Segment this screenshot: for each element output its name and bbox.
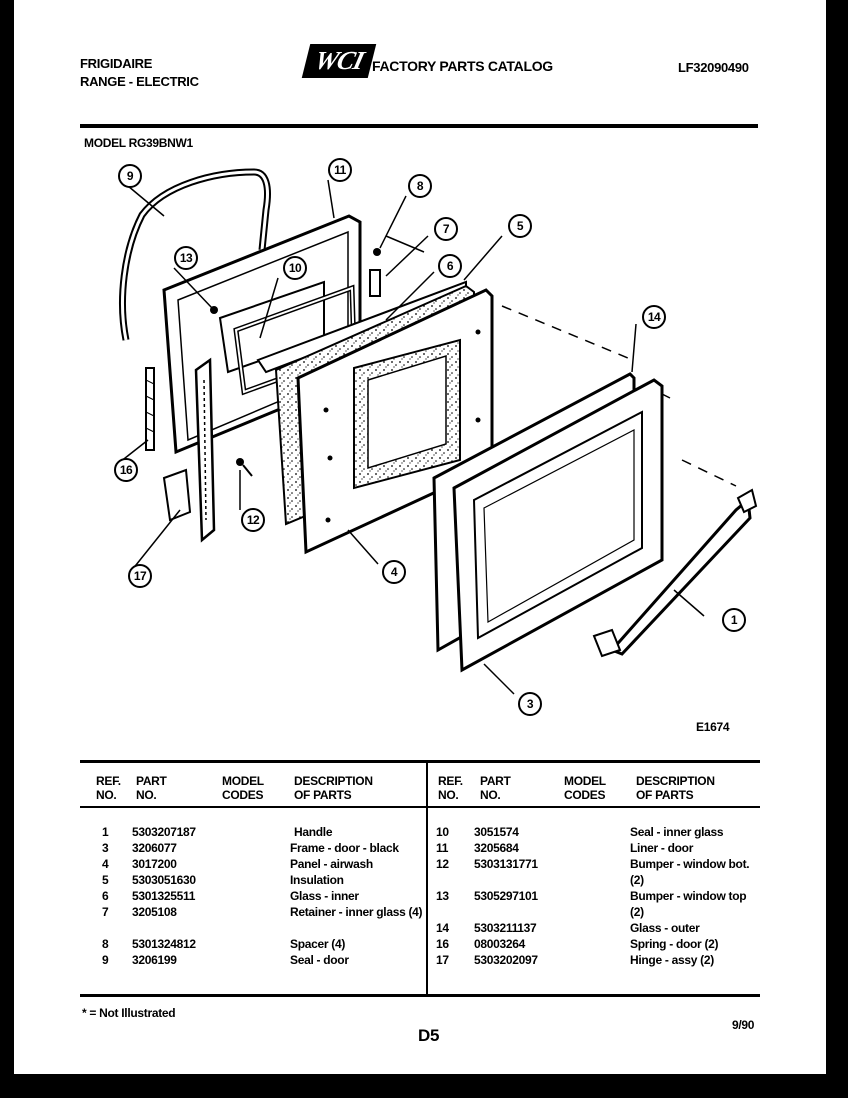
wci-logo-text: WCI xyxy=(311,46,367,75)
table-header-rule xyxy=(80,806,760,808)
bumper-bottom-shape xyxy=(236,458,244,466)
page-code: D5 xyxy=(418,1026,440,1045)
callout-6: 6 xyxy=(438,254,462,278)
not-illustrated-note: * = Not Illustrated xyxy=(82,1006,176,1020)
catalog-page: FRIGIDAIRE RANGE - ELECTRIC WCI FACTORY … xyxy=(14,0,826,1074)
callout-9: 9 xyxy=(118,164,142,188)
callout-16: 16 xyxy=(114,458,138,482)
callout-1: 1 xyxy=(722,608,746,632)
table-bottom-rule xyxy=(80,994,760,997)
catalog-number: LF32090490 xyxy=(678,60,749,75)
hinge-shape xyxy=(194,357,216,543)
header-ref-no-left: REF.NO. xyxy=(96,774,121,802)
product-type: RANGE - ELECTRIC xyxy=(80,74,199,89)
callout-11: 11 xyxy=(328,158,352,182)
retainer-shape xyxy=(369,269,381,297)
callout-14: 14 xyxy=(642,305,666,329)
exploded-parts-diagram xyxy=(119,168,758,695)
catalog-title: FACTORY PARTS CATALOG xyxy=(372,58,553,74)
callout-12: 12 xyxy=(241,508,265,532)
callout-13: 13 xyxy=(174,246,198,270)
door-spring-shape xyxy=(145,367,155,451)
model-label: MODEL RG39BNW1 xyxy=(84,136,193,150)
callout-17: 17 xyxy=(128,564,152,588)
callout-8: 8 xyxy=(408,174,432,198)
header-rule xyxy=(80,124,758,128)
callout-5: 5 xyxy=(508,214,532,238)
revision-date: 9/90 xyxy=(732,1018,755,1032)
spacer-shape xyxy=(373,248,381,256)
figure-id: E1674 xyxy=(696,720,730,734)
callout-3: 3 xyxy=(518,692,542,716)
callout-10: 10 xyxy=(283,256,307,280)
wci-logo: WCI xyxy=(301,44,377,78)
table-column-divider xyxy=(426,760,428,996)
table-top-rule xyxy=(80,760,760,763)
header-ref-no-right: REF.NO. xyxy=(438,774,463,802)
brand-name: FRIGIDAIRE xyxy=(80,56,153,71)
callout-7: 7 xyxy=(434,217,458,241)
callout-4: 4 xyxy=(382,560,406,584)
